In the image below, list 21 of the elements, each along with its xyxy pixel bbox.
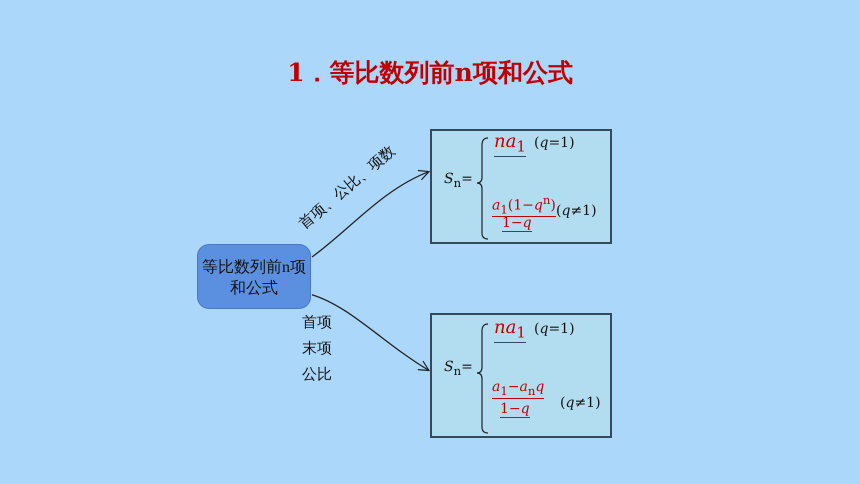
curved-arrow — [312, 170, 430, 258]
topic-box — [197, 244, 311, 309]
formula-box — [430, 129, 612, 244]
sum-symbol: S$_{n}$= — [444, 359, 473, 378]
answer-formula: na$_{1}$ — [494, 317, 526, 343]
fraction-denominator: 1−q — [502, 215, 532, 232]
condition-text: (q≠1) — [556, 203, 597, 219]
fraction-denominator: 1−q — [500, 401, 530, 418]
edge-label: 首项、公比、项数 — [295, 142, 400, 235]
answer-formula: na$_{1}$ — [494, 131, 526, 157]
curved-arrow — [312, 294, 430, 372]
title: 1．等比数列前n项和公式 — [286, 57, 574, 89]
condition-text: (q≠1) — [560, 395, 601, 411]
fraction-numerator: a$_{1}$−a$_{n}$q — [492, 379, 544, 399]
fraction-numerator: a$_{1}$(1−q$^{n}$) — [492, 193, 556, 218]
condition-text: (q=1) — [534, 321, 575, 337]
topic-text: 等比数列前n项和公式 — [201, 258, 307, 299]
formula-box — [430, 313, 612, 438]
edge-label: 首项末项公比 — [302, 314, 333, 385]
sum-symbol: S$_{n}$= — [444, 171, 473, 190]
condition-text: (q=1) — [534, 135, 575, 151]
